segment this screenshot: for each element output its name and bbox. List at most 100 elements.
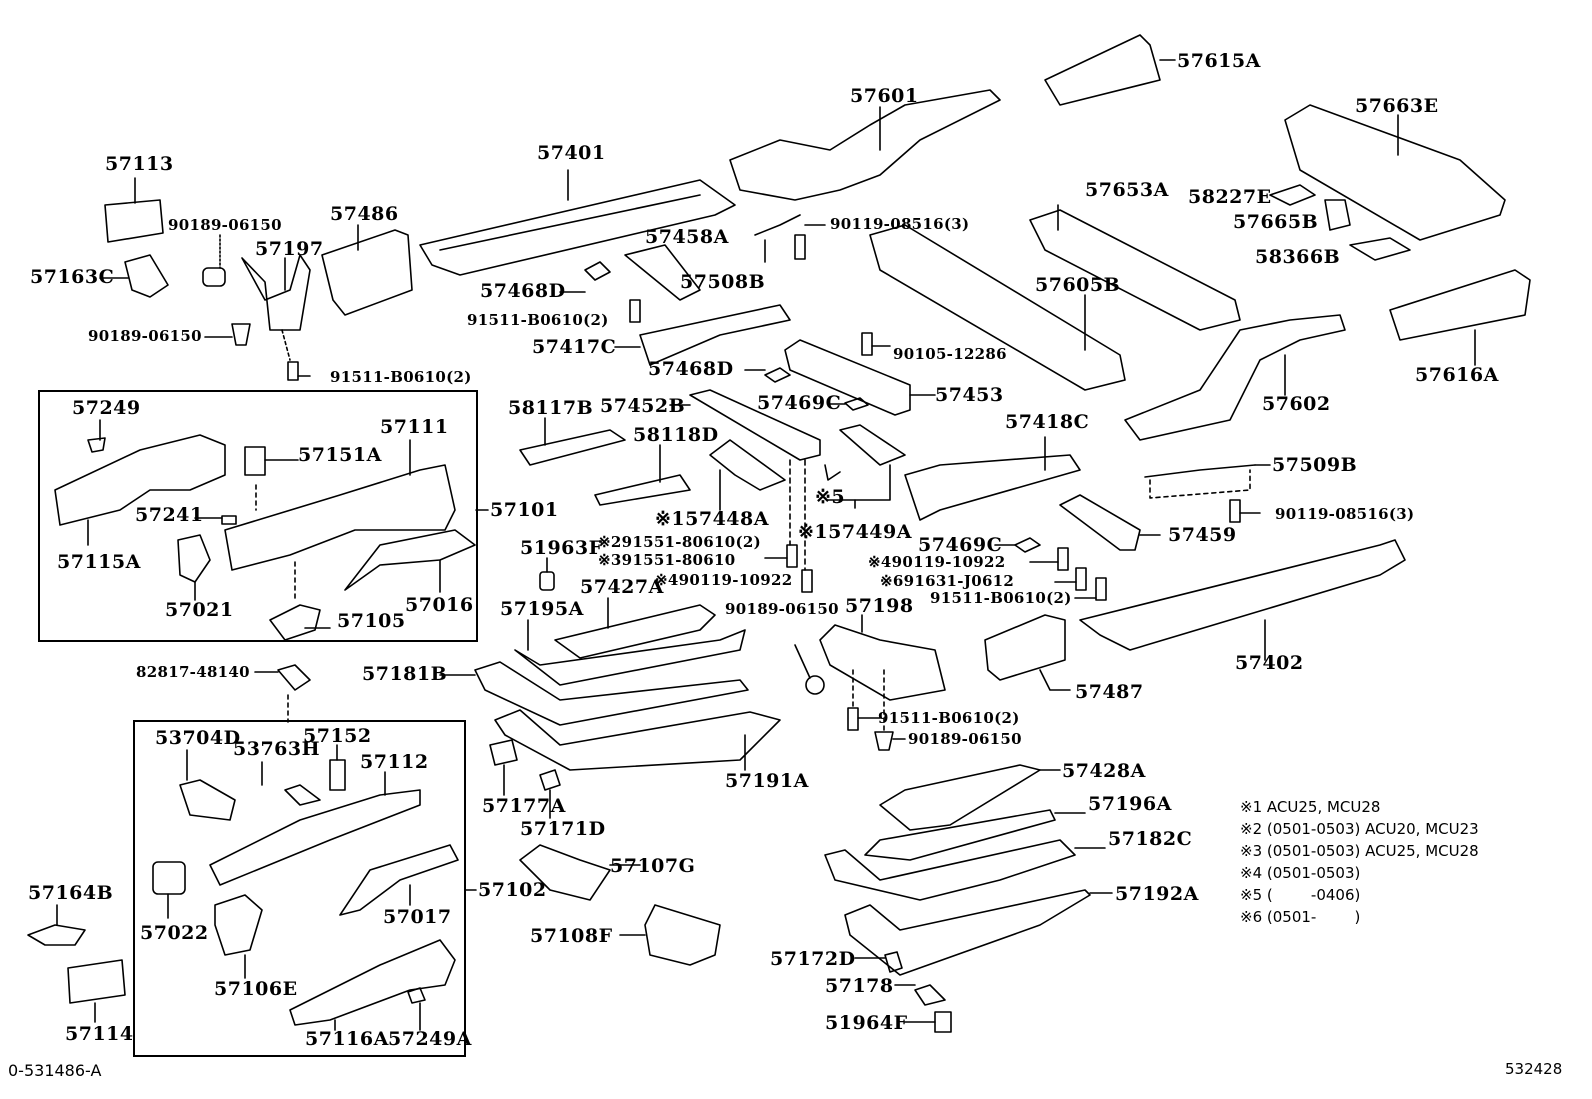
label-57151A[interactable]: 57151A bbox=[298, 444, 382, 466]
label-57602[interactable]: 57602 bbox=[1262, 393, 1331, 415]
label-57452B[interactable]: 57452B bbox=[600, 395, 686, 417]
label-57459[interactable]: 57459 bbox=[1168, 524, 1237, 546]
label-57469C-b[interactable]: 57469C bbox=[918, 534, 1003, 556]
label-57105[interactable]: 57105 bbox=[337, 610, 406, 632]
label-57616A[interactable]: 57616A bbox=[1415, 364, 1499, 386]
label-58118D[interactable]: 58118D bbox=[633, 424, 719, 446]
label-90119-08516-b[interactable]: 90119-08516(3) bbox=[1275, 505, 1415, 523]
part-57508B-shape bbox=[755, 215, 800, 262]
label-57192A[interactable]: 57192A bbox=[1115, 883, 1199, 905]
label-51963F[interactable]: 51963F bbox=[520, 537, 603, 559]
label-57017[interactable]: 57017 bbox=[383, 906, 452, 928]
label-57163C[interactable]: 57163C bbox=[30, 266, 115, 288]
label-57469C-a[interactable]: 57469C bbox=[757, 392, 842, 414]
label-57181B[interactable]: 57181B bbox=[362, 663, 448, 685]
label-57115A[interactable]: 57115A bbox=[57, 551, 141, 573]
label-57402[interactable]: 57402 bbox=[1235, 652, 1304, 674]
part-57449A-shape bbox=[825, 425, 905, 508]
label-57453[interactable]: 57453 bbox=[935, 384, 1004, 406]
label-57615A[interactable]: 57615A bbox=[1177, 50, 1261, 72]
label-57249A[interactable]: 57249A bbox=[388, 1028, 472, 1050]
label-90189-06150-a[interactable]: 90189-06150 bbox=[168, 216, 282, 234]
part-57151A-shape bbox=[245, 447, 298, 510]
label-57417C[interactable]: 57417C bbox=[532, 336, 617, 358]
label-57016[interactable]: 57016 bbox=[405, 594, 474, 616]
label-57172D[interactable]: 57172D bbox=[770, 948, 856, 970]
label-57665B[interactable]: 57665B bbox=[1233, 211, 1319, 233]
label-57418C[interactable]: 57418C bbox=[1005, 411, 1090, 433]
label-57663E[interactable]: 57663E bbox=[1355, 95, 1439, 117]
label-57468D-b[interactable]: 57468D bbox=[648, 358, 734, 380]
label-57486[interactable]: 57486 bbox=[330, 203, 399, 225]
label-57653A[interactable]: 57653A bbox=[1085, 179, 1169, 201]
label-57458A[interactable]: 57458A bbox=[645, 226, 729, 248]
label-57182C[interactable]: 57182C bbox=[1108, 828, 1193, 850]
label-57195A[interactable]: 57195A bbox=[500, 598, 584, 620]
label-57198[interactable]: 57198 bbox=[845, 595, 914, 617]
label-57108F[interactable]: 57108F bbox=[530, 925, 613, 947]
bolt-90119-08516-b-shape bbox=[1230, 500, 1260, 522]
label-91551-80610-2[interactable]: ※291551-80610(2) bbox=[598, 533, 762, 551]
label-57241[interactable]: 57241 bbox=[135, 504, 204, 526]
label-57428A[interactable]: 57428A bbox=[1062, 760, 1146, 782]
label-57508B[interactable]: 57508B bbox=[680, 271, 766, 293]
label-57107G[interactable]: 57107G bbox=[610, 855, 696, 877]
label-57601[interactable]: 57601 bbox=[850, 85, 919, 107]
label-91511-B0610-d[interactable]: 91511-B0610(2) bbox=[878, 709, 1020, 727]
label-57196A[interactable]: 57196A bbox=[1088, 793, 1172, 815]
label-91631-J0612[interactable]: ※691631-J0612 bbox=[880, 572, 1015, 590]
label-57171D[interactable]: 57171D bbox=[520, 818, 606, 840]
label-91511-B0610-a[interactable]: 91511-B0610(2) bbox=[330, 368, 472, 386]
label-53704D[interactable]: 53704D bbox=[155, 727, 241, 749]
label-57021[interactable]: 57021 bbox=[165, 599, 234, 621]
label-57101[interactable]: 57101 bbox=[490, 499, 559, 521]
label-82817-48140[interactable]: 82817-48140 bbox=[136, 663, 250, 681]
bolt-90119-08516-a-shape bbox=[795, 225, 825, 259]
part-57163C-shape bbox=[100, 255, 168, 297]
label-57448A[interactable]: ※157448A bbox=[655, 508, 769, 530]
label-57177A[interactable]: 57177A bbox=[482, 795, 566, 817]
label-57116A[interactable]: 57116A bbox=[305, 1028, 389, 1050]
label-58366B[interactable]: 58366B bbox=[1255, 246, 1341, 268]
label-91551-80610-3[interactable]: ※391551-80610 bbox=[598, 551, 736, 569]
label-57178[interactable]: 57178 bbox=[825, 975, 894, 997]
label-90189-06150-d[interactable]: 90189-06150 bbox=[908, 730, 1022, 748]
part-51964F-shape bbox=[905, 1012, 951, 1032]
label-57152[interactable]: 57152 bbox=[303, 725, 372, 747]
label-90189-06150-b[interactable]: 90189-06150 bbox=[88, 327, 202, 345]
label-91511-B0610-b[interactable]: 91511-B0610(2) bbox=[467, 311, 609, 329]
label-57487[interactable]: 57487 bbox=[1075, 681, 1144, 703]
label-90119-10922-b[interactable]: ※490119-10922 bbox=[868, 553, 1006, 571]
part-53763H-shape bbox=[262, 762, 320, 805]
label-57468D-a[interactable]: 57468D bbox=[480, 280, 566, 302]
label-90189-06150-c[interactable]: 90189-06150 bbox=[725, 600, 839, 618]
label-57427A[interactable]: 57427A bbox=[580, 576, 664, 598]
label-57164B[interactable]: 57164B bbox=[28, 882, 114, 904]
label-57249[interactable]: 57249 bbox=[72, 397, 141, 419]
label-90105-12286[interactable]: 90105-12286 bbox=[893, 345, 1007, 363]
label-91511-B0610-c[interactable]: 91511-B0610(2) bbox=[930, 589, 1072, 607]
label-57401[interactable]: 57401 bbox=[537, 142, 606, 164]
label-90119-10922-a[interactable]: ※490119-10922 bbox=[655, 571, 793, 589]
label-57191A[interactable]: 57191A bbox=[725, 770, 809, 792]
part-57177A-shape bbox=[490, 740, 517, 795]
label-57509B[interactable]: 57509B bbox=[1272, 454, 1358, 476]
label-57102[interactable]: 57102 bbox=[478, 879, 547, 901]
label-58227E[interactable]: 58227E bbox=[1188, 186, 1272, 208]
label-note5-ref[interactable]: ※5 bbox=[815, 486, 846, 508]
label-58117B[interactable]: 58117B bbox=[508, 397, 594, 419]
label-57111[interactable]: 57111 bbox=[380, 416, 449, 438]
label-53763H[interactable]: 53763H bbox=[233, 738, 321, 760]
part-57106E-shape bbox=[215, 895, 262, 978]
label-57022[interactable]: 57022 bbox=[140, 922, 209, 944]
label-57113[interactable]: 57113 bbox=[105, 153, 174, 175]
label-57112[interactable]: 57112 bbox=[360, 751, 429, 773]
label-51964F[interactable]: 51964F bbox=[825, 1012, 908, 1034]
label-57449A[interactable]: ※157449A bbox=[798, 521, 912, 543]
label-57106E[interactable]: 57106E bbox=[214, 978, 298, 1000]
label-57197[interactable]: 57197 bbox=[255, 238, 324, 260]
part-57164B-shape bbox=[28, 905, 85, 945]
label-57114[interactable]: 57114 bbox=[65, 1023, 134, 1045]
label-90119-08516-a[interactable]: 90119-08516(3) bbox=[830, 215, 970, 233]
label-57605B[interactable]: 57605B bbox=[1035, 274, 1121, 296]
